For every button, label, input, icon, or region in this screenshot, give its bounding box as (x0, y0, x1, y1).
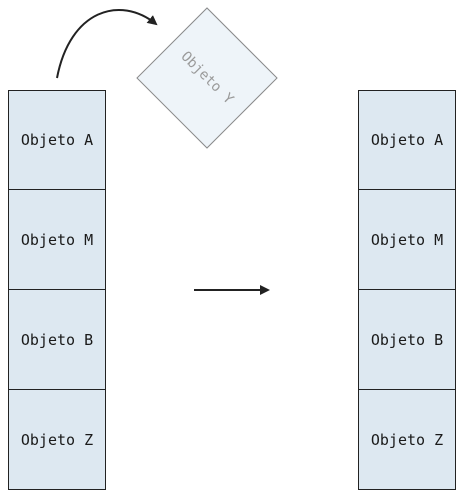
stack-cell: Objeto A (358, 90, 456, 190)
stack-cell: Objeto B (8, 290, 106, 390)
stack-cell: Objeto B (358, 290, 456, 390)
pop-arrow (56, 8, 158, 79)
stack-cell: Objeto Z (8, 390, 106, 490)
right-stack: Objeto A Objeto M Objeto B Objeto Z (358, 90, 456, 490)
stack-cell: Objeto M (8, 190, 106, 290)
stack-cell: Objeto Z (358, 390, 456, 490)
left-stack: Objeto A Objeto M Objeto B Objeto Z (8, 90, 106, 490)
stack-cell: Objeto M (358, 190, 456, 290)
stack-cell: Objeto A (8, 90, 106, 190)
